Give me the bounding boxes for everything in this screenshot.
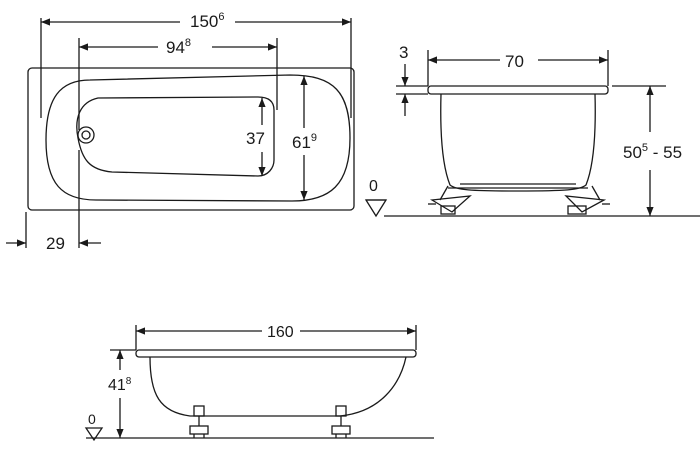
tub-outline-top xyxy=(27,67,355,211)
floor-level-marker-side-view xyxy=(84,427,104,442)
interior-width-label: 37 xyxy=(246,129,265,148)
overall-width-label: 619 xyxy=(292,132,317,152)
top-view xyxy=(6,18,355,248)
drain-icon xyxy=(77,126,95,144)
tub-body-side-view xyxy=(149,356,407,417)
rim-end-view xyxy=(427,85,609,95)
length-label-side-view: 160 xyxy=(267,324,294,341)
length-label: 1506 xyxy=(190,11,225,31)
tub-body-end-view xyxy=(440,93,596,192)
rim-side-view xyxy=(135,349,417,358)
height-label-end-view: 505 - 55 xyxy=(623,142,682,162)
height-label-side-view: 418 xyxy=(108,376,132,394)
floor-level-label-side-view: 0 xyxy=(88,411,96,427)
drain-offset-label: 29 xyxy=(46,234,65,253)
legs-end-view xyxy=(428,183,610,215)
interior-length-label: 948 xyxy=(166,37,191,57)
floor-level-marker-end-view xyxy=(364,199,388,218)
rim-height-label: 3 xyxy=(399,43,408,62)
side-view xyxy=(84,325,434,442)
end-view xyxy=(364,50,700,218)
tub-bottom-outline xyxy=(76,96,275,177)
width-label-end-view: 70 xyxy=(505,52,524,71)
floor-level-label-end-view: 0 xyxy=(369,178,378,195)
tub-basin-outline xyxy=(45,74,351,202)
legs-side-view xyxy=(189,405,351,438)
drain-inner-icon xyxy=(81,130,91,140)
